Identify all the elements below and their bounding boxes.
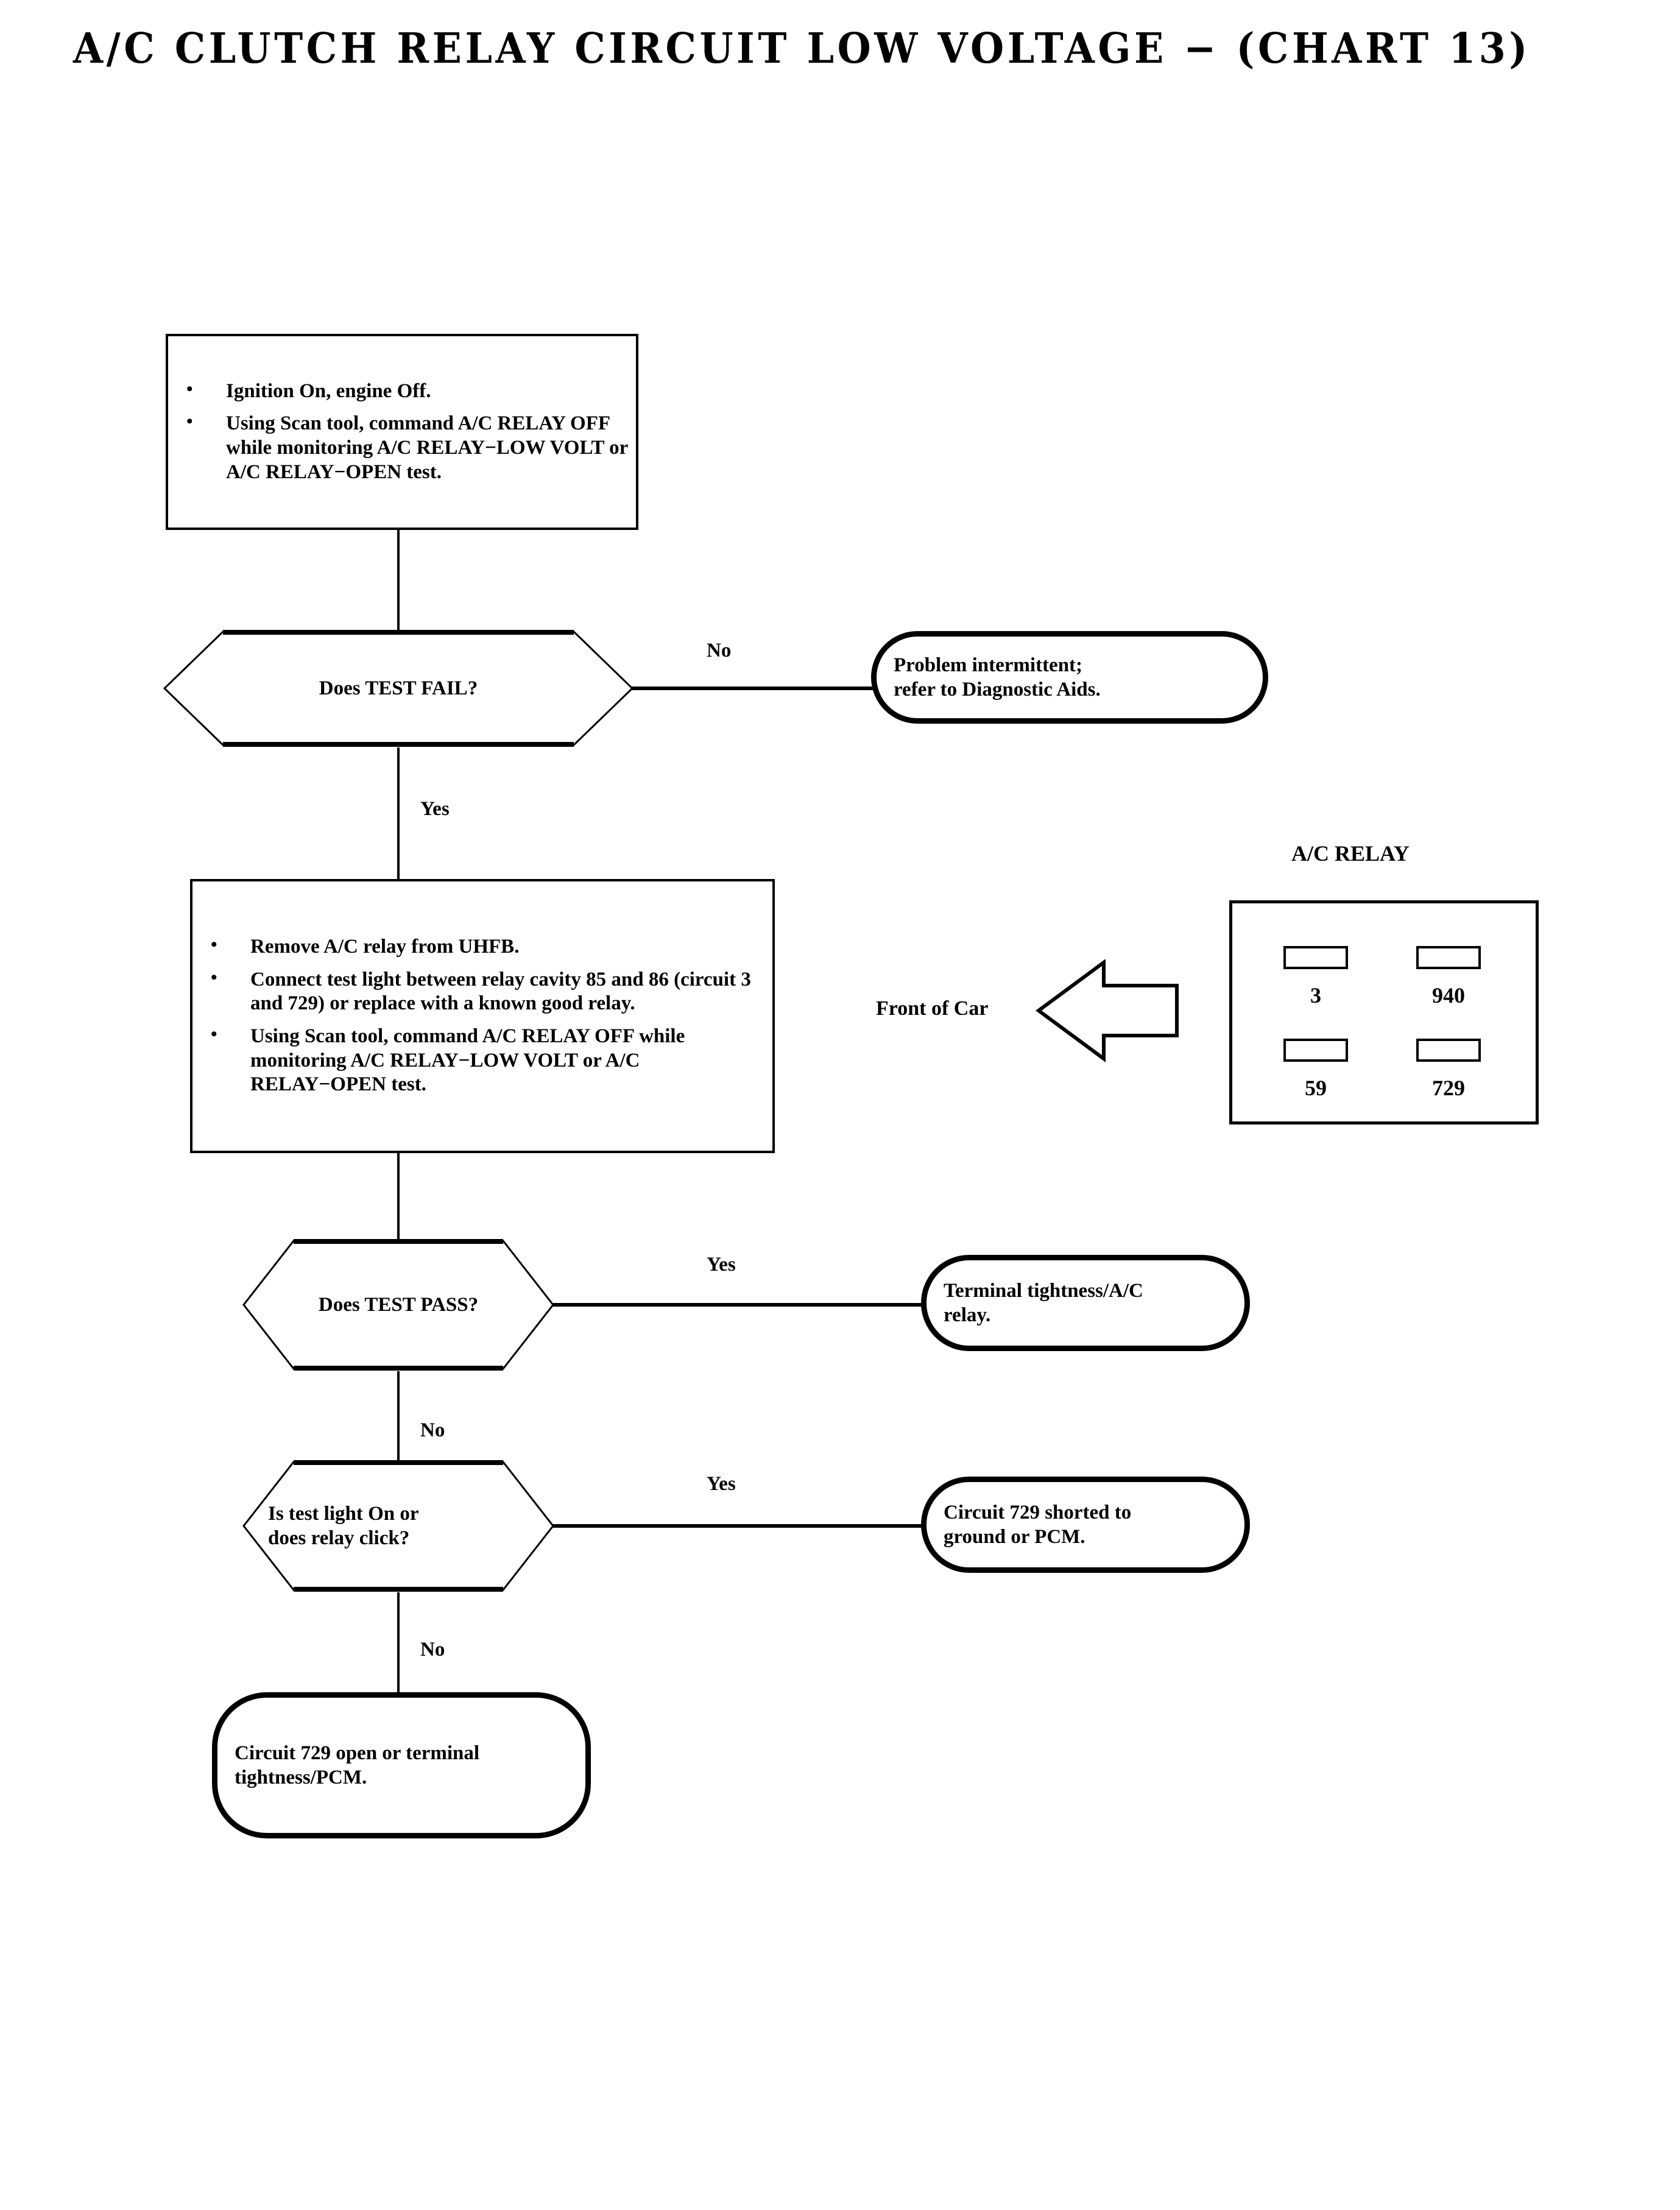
- hexagon-shape: [242, 1239, 554, 1371]
- connector-decision2-yes: [552, 1303, 925, 1307]
- step2-bullet-list: Remove A/C relay from UHFB. Connect test…: [192, 934, 772, 1097]
- hexagon-shape: [242, 1460, 554, 1592]
- terminator2-line1: Terminal tightness/A/C: [944, 1279, 1143, 1302]
- step2-bullet-1: Remove A/C relay from UHFB.: [192, 934, 772, 959]
- step2-bullet-3: Using Scan tool, command A/C RELAY OFF w…: [192, 1023, 772, 1097]
- terminator3-line1: Circuit 729 shorted to: [944, 1501, 1132, 1523]
- connector-step2-to-decision2: [397, 1153, 400, 1240]
- terminator4-text: Circuit 729 open or terminal tightness/P…: [217, 1741, 585, 1790]
- decision2-label: Does TEST PASS?: [318, 1293, 479, 1316]
- terminator3-line2: ground or PCM.: [944, 1526, 1085, 1548]
- left-arrow-icon: [1036, 959, 1179, 1062]
- relay-terminal-slot-top-left: [1283, 946, 1348, 969]
- terminator1-text: Problem intermittent; refer to Diagnosti…: [877, 653, 1263, 702]
- terminator-circuit-729-shorted: Circuit 729 shorted to ground or PCM.: [921, 1477, 1250, 1573]
- edge-label-decision3-yes: Yes: [707, 1473, 736, 1495]
- decision-is-test-light-on: Is test light On or does relay click?: [241, 1460, 556, 1592]
- edge-label-decision1-yes: Yes: [420, 798, 450, 820]
- decision3-line2: does relay click?: [268, 1527, 410, 1549]
- decision3-line1: Is test light On or: [268, 1502, 419, 1525]
- decision1-label-wrap: Does TEST FAIL?: [162, 629, 635, 747]
- process-box-step1: Ignition On, engine Off. Using Scan tool…: [166, 334, 638, 530]
- relay-terminal-label-729: 729: [1432, 1076, 1465, 1100]
- connector-step1-to-decision1: [397, 529, 400, 634]
- front-of-car-arrow: [1036, 959, 1182, 1068]
- connector-decision1-yes: [397, 747, 400, 880]
- decision-does-test-pass: Does TEST PASS?: [241, 1238, 556, 1371]
- step1-bullet-1: Ignition On, engine Off.: [168, 378, 636, 404]
- front-of-car-label: Front of Car: [876, 997, 989, 1020]
- step1-bullet-list: Ignition On, engine Off. Using Scan tool…: [168, 378, 636, 484]
- terminator3-text: Circuit 729 shorted to ground or PCM.: [926, 1500, 1244, 1550]
- terminator-circuit-729-open: Circuit 729 open or terminal tightness/P…: [212, 1692, 591, 1838]
- terminator4-line2: tightness/PCM.: [235, 1767, 367, 1788]
- hexagon-shape: [163, 630, 634, 747]
- terminator4-line1: Circuit 729 open or terminal: [235, 1742, 480, 1764]
- relay-terminal-slot-bottom-right: [1416, 1039, 1481, 1062]
- connector-decision3-yes: [552, 1524, 925, 1528]
- relay-terminal-label-59: 59: [1305, 1076, 1327, 1100]
- terminator2-line2: relay.: [944, 1304, 991, 1326]
- relay-terminal-label-3: 3: [1310, 983, 1321, 1008]
- connector-decision1-no: [631, 687, 875, 690]
- relay-inset-box: 3 940 59 729: [1229, 900, 1539, 1124]
- edge-label-decision1-no: No: [707, 640, 732, 662]
- terminator-problem-intermittent: Problem intermittent; refer to Diagnosti…: [871, 631, 1268, 724]
- terminator1-line2: refer to Diagnostic Aids.: [894, 679, 1101, 701]
- decision2-label-wrap: Does TEST PASS?: [241, 1238, 556, 1371]
- decision3-label: Is test light On or does relay click?: [241, 1502, 556, 1551]
- step2-bullet-2: Connect test light between relay cavity …: [192, 967, 772, 1016]
- connector-decision2-no: [397, 1371, 400, 1472]
- step1-bullet-2: Using Scan tool, command A/C RELAY OFF w…: [168, 411, 636, 484]
- terminator1-line1: Problem intermittent;: [894, 654, 1083, 676]
- edge-label-decision2-no: No: [420, 1419, 445, 1441]
- page-title: A/C CLUTCH RELAY CIRCUIT LOW VOLTAGE − (…: [73, 24, 1531, 73]
- relay-terminal-label-940: 940: [1432, 983, 1465, 1008]
- decision3-label-wrap: Is test light On or does relay click?: [241, 1460, 556, 1592]
- terminator2-text: Terminal tightness/A/C relay.: [926, 1279, 1244, 1328]
- relay-terminal-slot-bottom-left: [1283, 1039, 1348, 1062]
- relay-inset-title: A/C RELAY: [1291, 841, 1410, 866]
- connector-decision3-no: [397, 1592, 400, 1693]
- decision-does-test-fail: Does TEST FAIL?: [162, 629, 635, 747]
- edge-label-decision2-yes: Yes: [707, 1254, 736, 1276]
- terminator-terminal-tightness: Terminal tightness/A/C relay.: [921, 1255, 1250, 1351]
- edge-label-decision3-no: No: [420, 1639, 445, 1661]
- decision1-label: Does TEST FAIL?: [319, 677, 478, 699]
- relay-terminal-slot-top-right: [1416, 946, 1481, 969]
- process-box-step2: Remove A/C relay from UHFB. Connect test…: [190, 879, 775, 1153]
